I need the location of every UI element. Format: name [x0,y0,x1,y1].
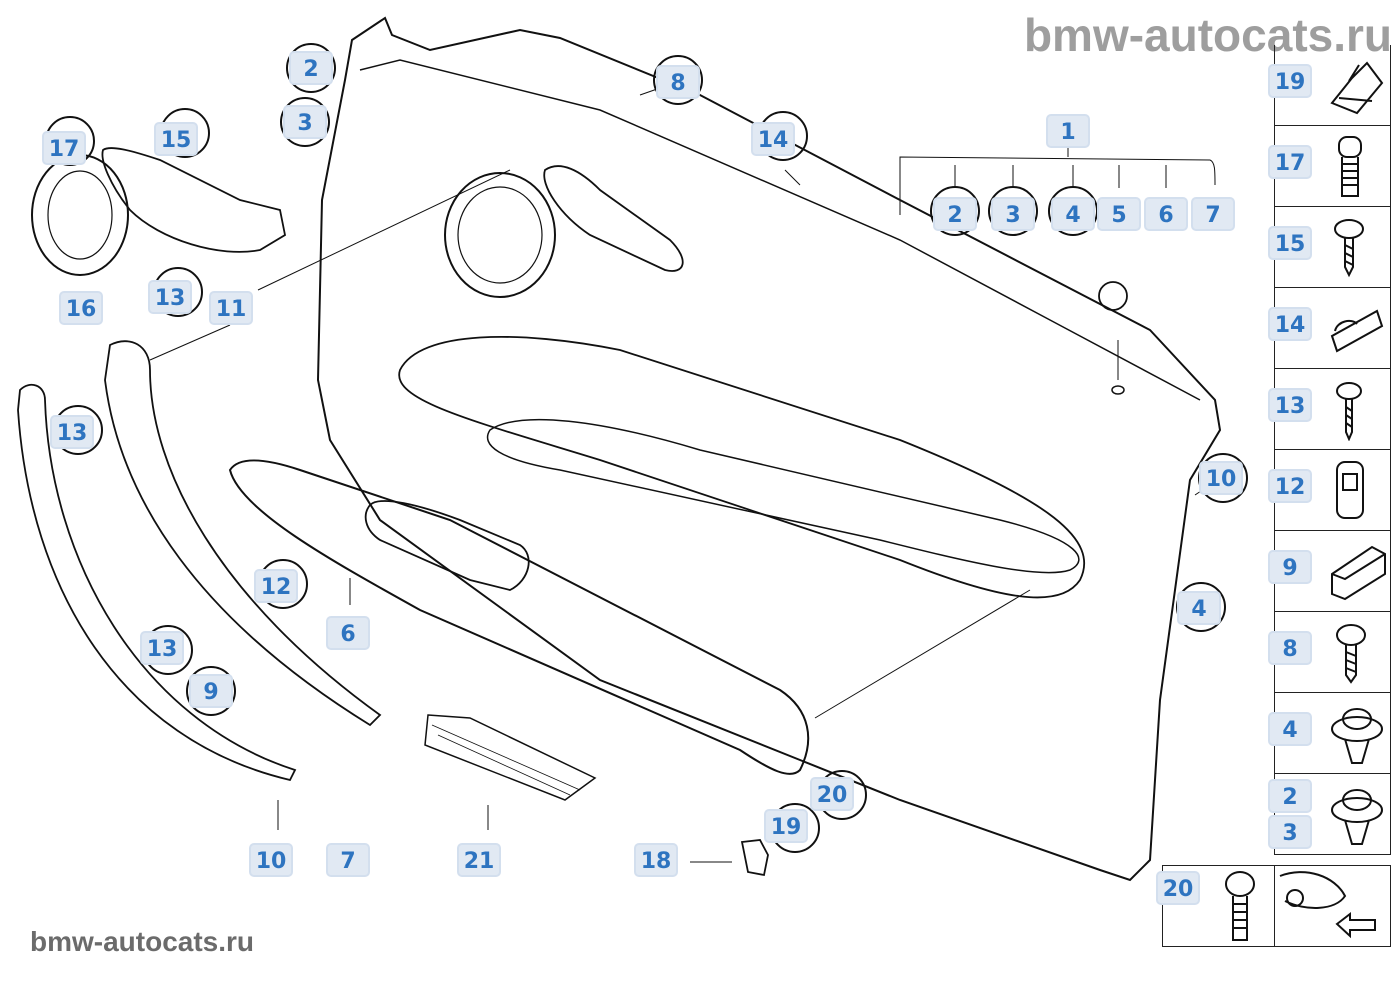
door-panel-inner-frame [359,59,1201,401]
callout-5[interactable]: 5 [1097,197,1141,231]
fastener-legend: 19 17 15 14 13 12 9 8 4 2 3 [1268,45,1391,855]
legend-item: 14 [1268,288,1390,369]
storage-mat [424,714,597,801]
switch-cutout [364,500,530,591]
callout-13[interactable]: 13 [50,415,94,449]
legend-item: 12 [1268,450,1390,531]
location-reference [1274,865,1391,947]
legend-item: 2 3 [1268,774,1390,855]
callout-6[interactable]: 6 [326,616,370,650]
callout-8[interactable]: 8 [656,65,700,99]
callout-19[interactable]: 19 [764,809,808,843]
expanding-rivet-icon [1331,708,1383,764]
callout-11[interactable]: 11 [209,291,253,325]
screw-icon [1336,382,1362,441]
clip-on-panel [1098,281,1128,311]
leader-lines [149,87,1216,863]
callout-20[interactable]: 20 [810,777,854,811]
callout-7[interactable]: 7 [326,843,370,877]
legend-callout-20[interactable]: 20 [1156,871,1200,905]
legend-callout-19[interactable]: 19 [1268,64,1312,98]
speaker-cover [31,154,129,276]
legend-item: 17 [1268,126,1390,207]
callout-10[interactable]: 10 [249,843,293,877]
legend-item: 15 [1268,207,1390,288]
door-armrest-recess [398,336,1086,599]
callout-15[interactable]: 15 [154,122,198,156]
decor-trim-strip [17,383,297,782]
cover-cap [740,839,769,877]
legend-item-20: 20 [1156,865,1275,947]
legend-item: 9 [1268,531,1390,612]
bolt-icon [1225,871,1255,941]
callout-9[interactable]: 9 [189,674,233,708]
legend-item: 19 [1268,45,1390,126]
legend-callout-9[interactable]: 9 [1268,550,1312,584]
callout-2[interactable]: 2 [933,197,977,231]
callout-16[interactable]: 16 [59,291,103,325]
legend-callout-13[interactable]: 13 [1268,388,1312,422]
speaker-grille [444,172,556,298]
legend-callout-17[interactable]: 17 [1268,145,1312,179]
screw-icon [1336,624,1366,684]
legend-callout-8[interactable]: 8 [1268,631,1312,665]
legend-callout-12[interactable]: 12 [1268,469,1312,503]
callout-4[interactable]: 4 [1177,591,1221,625]
clip-icon [1336,461,1364,519]
callout-10[interactable]: 10 [1199,461,1243,495]
callout-2[interactable]: 2 [289,51,333,85]
inner-handle-recess [543,165,684,272]
door-pocket [486,418,1080,574]
callout-21[interactable]: 21 [457,843,501,877]
legend-callout-3[interactable]: 3 [1268,815,1312,849]
callout-17[interactable]: 17 [42,131,86,165]
legend-item: 13 [1268,369,1390,450]
clip-icon [1330,309,1384,353]
clip-icon [1331,545,1386,601]
speaker-grille-inner [457,186,543,284]
callout-13[interactable]: 13 [140,631,184,665]
door-panel-outline [316,16,1222,882]
callout-13[interactable]: 13 [148,280,192,314]
callout-14[interactable]: 14 [751,122,795,156]
legend-item: 4 [1268,693,1390,774]
bolt-icon [1338,136,1362,197]
location-arrow-icon [1279,871,1376,939]
armrest [228,459,810,775]
callout-3[interactable]: 3 [283,105,327,139]
callout-12[interactable]: 12 [254,569,298,603]
watermark-bottom: bmw-autocats.ru [30,926,255,957]
legend-callout-2[interactable]: 2 [1268,779,1312,813]
callout-4[interactable]: 4 [1051,197,1095,231]
screw-icon [1334,219,1364,278]
speaker-cover-inner [47,170,113,260]
watermark-top: bmw-autocats.ru [1023,9,1392,61]
legend-callout-15[interactable]: 15 [1268,226,1312,260]
callout-6[interactable]: 6 [1144,197,1188,231]
clip-nut-icon [1330,61,1384,115]
callout-3[interactable]: 3 [991,197,1035,231]
expanding-rivet-icon [1331,789,1383,845]
trim-strip [104,340,382,727]
legend-item: 8 [1268,612,1390,693]
callout-18[interactable]: 18 [634,843,678,877]
legend-callout-4[interactable]: 4 [1268,712,1312,746]
legend-callout-14[interactable]: 14 [1268,307,1312,341]
callout-7[interactable]: 7 [1191,197,1235,231]
callout-1[interactable]: 1 [1046,114,1090,148]
door-handle [101,147,287,253]
